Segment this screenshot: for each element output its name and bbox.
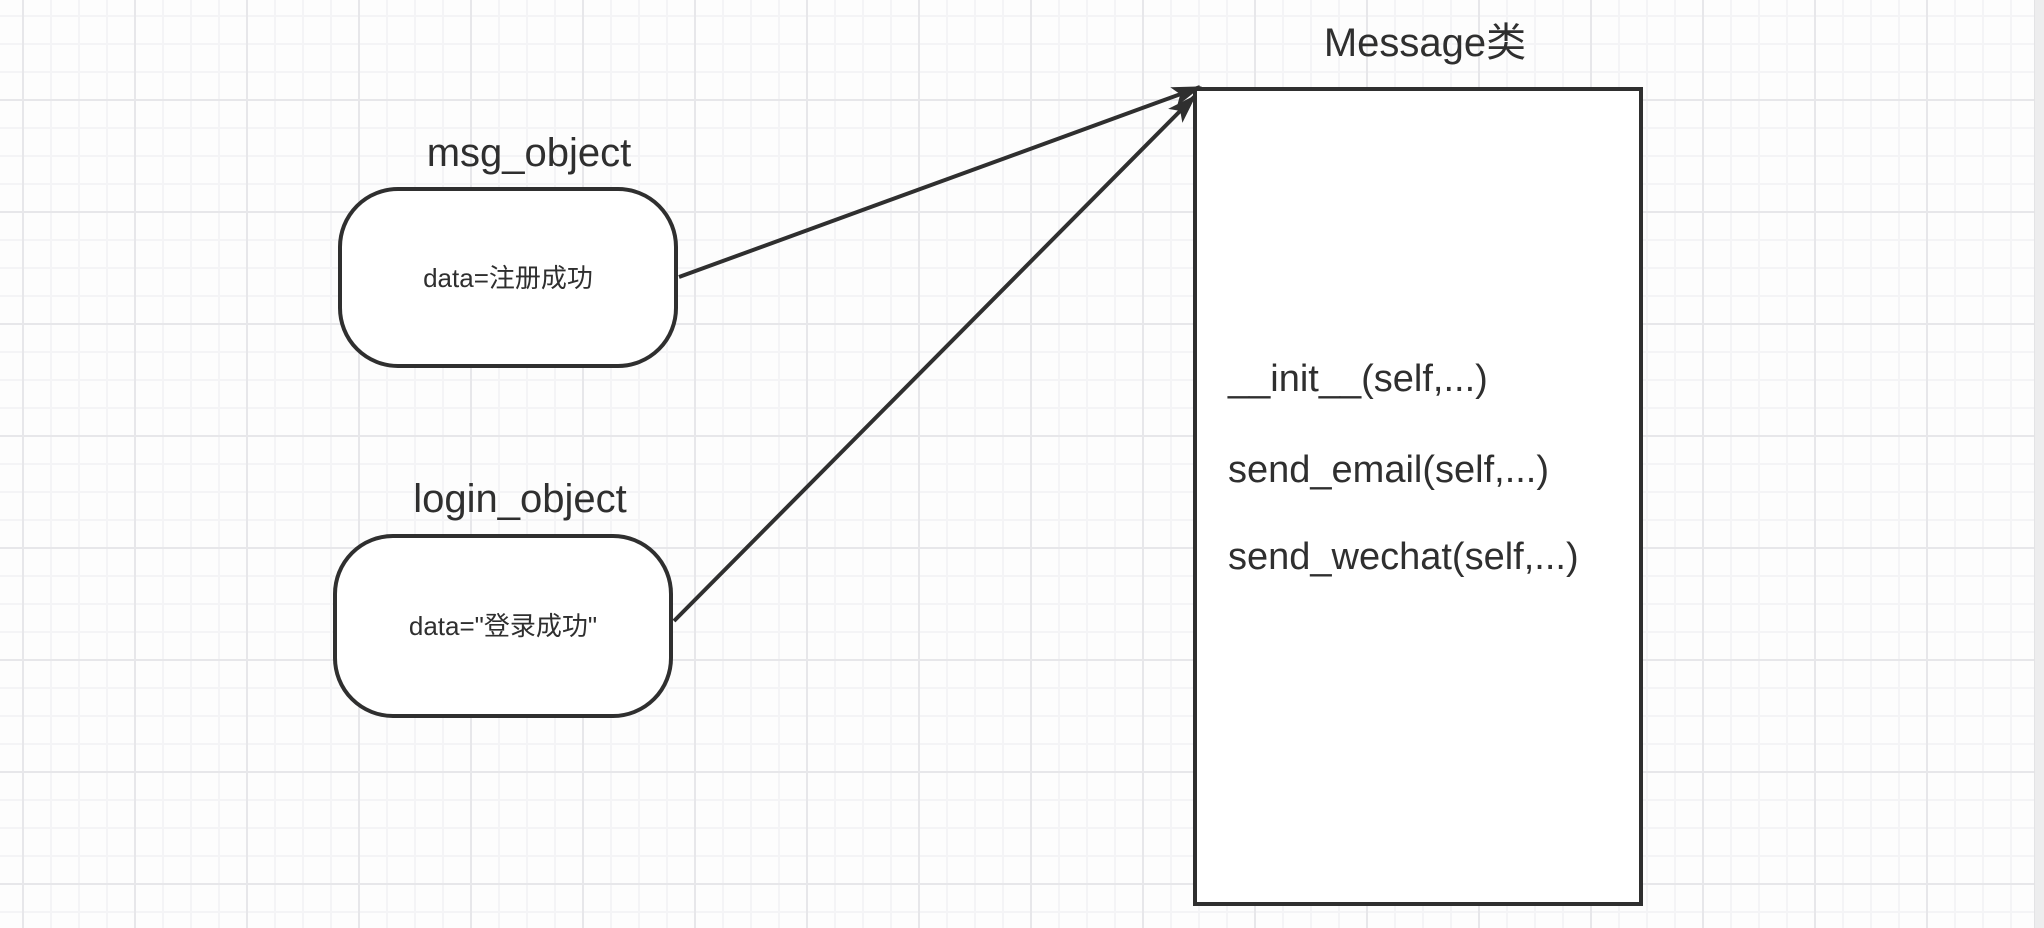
login-object-node[interactable]: data="登录成功"	[333, 534, 673, 718]
msg-object-label: msg_object	[426, 131, 632, 175]
arrow-login-object-to-message-class[interactable]	[672, 94, 1197, 623]
login-object-content: data="登录成功"	[408, 611, 598, 641]
method-send-email: send_email(self,...)	[1228, 449, 1550, 491]
message-class-node[interactable]: __init__(self,...) send_email(self,...) …	[1193, 87, 1643, 906]
arrow-msg-object-to-message-class[interactable]	[678, 85, 1202, 279]
msg-object-node[interactable]: data=注册成功	[338, 187, 678, 368]
login-object-label: login_object	[413, 477, 627, 521]
msg-object-content: data=注册成功	[423, 262, 593, 293]
method-send-wechat: send_wechat(self,...)	[1228, 536, 1579, 578]
canvas-right-edge	[2034, 0, 2044, 928]
message-class-title: Message类	[1323, 21, 1527, 65]
method-init: __init__(self,...)	[1228, 358, 1488, 400]
